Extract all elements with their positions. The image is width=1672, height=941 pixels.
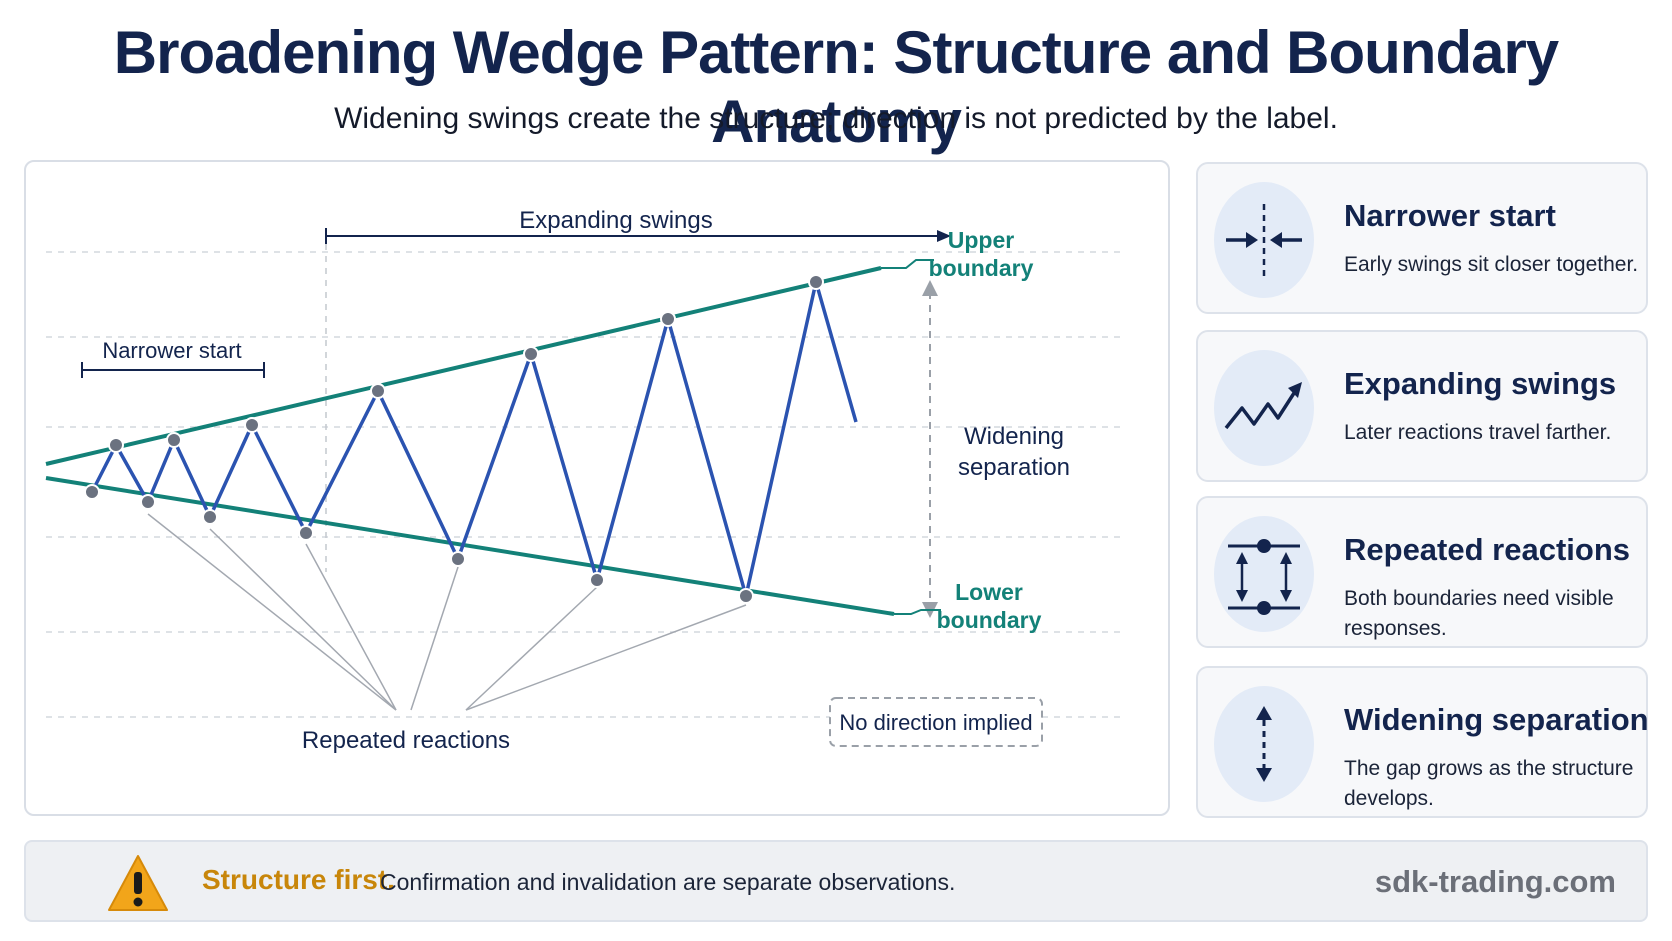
reaction-connectors xyxy=(147,513,747,711)
widening-label-line2: separation xyxy=(958,454,1070,481)
narrower-start-label: Narrower start xyxy=(102,338,241,363)
lower-touch-point xyxy=(738,588,754,604)
widening-separation-arrow xyxy=(922,280,938,618)
card-repeated-reactions: Repeated reactions Both boundaries need … xyxy=(1196,496,1648,648)
no-direction-box xyxy=(829,697,1043,747)
narrower-start-bracket xyxy=(81,362,265,378)
site-link[interactable]: sdk-trading.com xyxy=(1374,864,1616,899)
warning-icon xyxy=(106,852,170,919)
vertical-gap-icon xyxy=(1214,686,1314,802)
upper-touch-point xyxy=(108,437,124,453)
lower-boundary-label-line1: Lower xyxy=(955,579,1023,605)
upper-touch-point xyxy=(166,432,182,448)
card-title: Narrower start xyxy=(1344,198,1556,233)
lower-touch-point xyxy=(202,509,218,525)
card-text: Later reactions travel farther. xyxy=(1344,421,1612,444)
upper-touch-point xyxy=(808,274,824,290)
footer-lead: Structure first. xyxy=(202,864,395,895)
lower-boundary-label-line2: boundary xyxy=(937,607,1042,633)
lower-touch-point xyxy=(140,494,156,510)
lower-touch-point xyxy=(84,484,100,500)
footer-message: Confirmation and invalidation are separa… xyxy=(380,869,956,895)
card-text: Both boundaries need visible responses. xyxy=(1344,587,1614,640)
price-swing-path xyxy=(90,280,858,598)
lower-touch-point xyxy=(450,551,466,567)
converging-arrows-icon xyxy=(1214,182,1314,298)
grid-lines xyxy=(46,251,1126,718)
upper-touch-point xyxy=(660,311,676,327)
lower-boundary-leader xyxy=(894,609,941,615)
widening-label-line1: Widening xyxy=(964,423,1064,450)
card-text: Early swings sit closer together. xyxy=(1344,253,1639,276)
card-title: Repeated reactions xyxy=(1344,532,1630,567)
lower-touch-point xyxy=(298,525,314,541)
bounce-arrows-icon xyxy=(1214,516,1314,632)
repeated-reactions-label: Repeated reactions xyxy=(302,727,510,754)
card-title: Widening separation xyxy=(1344,702,1649,737)
upper-boundary-line xyxy=(45,266,882,466)
wedge-diagram: Expanding swings Narrower start Widening… xyxy=(45,207,1126,754)
lower-touch-point xyxy=(589,572,605,588)
expanding-swings-label: Expanding swings xyxy=(519,207,712,234)
expanding-swings-bracket xyxy=(325,228,951,244)
upper-touch-point xyxy=(523,346,539,362)
card-expanding-swings: Expanding swings Later reactions travel … xyxy=(1196,330,1648,482)
upper-boundary-leader xyxy=(881,259,934,269)
touch-points xyxy=(84,274,824,604)
card-title: Expanding swings xyxy=(1344,366,1617,401)
upper-touch-point xyxy=(370,383,386,399)
lower-boundary-line xyxy=(45,476,895,616)
upper-touch-point xyxy=(244,417,260,433)
card-widening-separation: Widening separation The gap grows as the… xyxy=(1196,666,1649,818)
no-direction-label: No direction implied xyxy=(839,710,1032,735)
page-title: Broadening Wedge Pattern: Structure and … xyxy=(113,19,1559,155)
footer-bar: Structure first. Confirmation and invali… xyxy=(24,840,1648,922)
upper-boundary-label-line2: boundary xyxy=(929,255,1034,281)
upper-boundary-label-line1: Upper xyxy=(948,227,1015,253)
page-subtitle: Widening swings create the structure; di… xyxy=(334,102,1338,135)
zigzag-up-arrow-icon xyxy=(1214,350,1314,466)
card-text: The gap grows as the structure develops. xyxy=(1344,757,1634,810)
card-narrower-start: Narrower start Early swings sit closer t… xyxy=(1196,162,1648,314)
diagram-panel: Expanding swings Narrower start Widening… xyxy=(24,160,1170,816)
